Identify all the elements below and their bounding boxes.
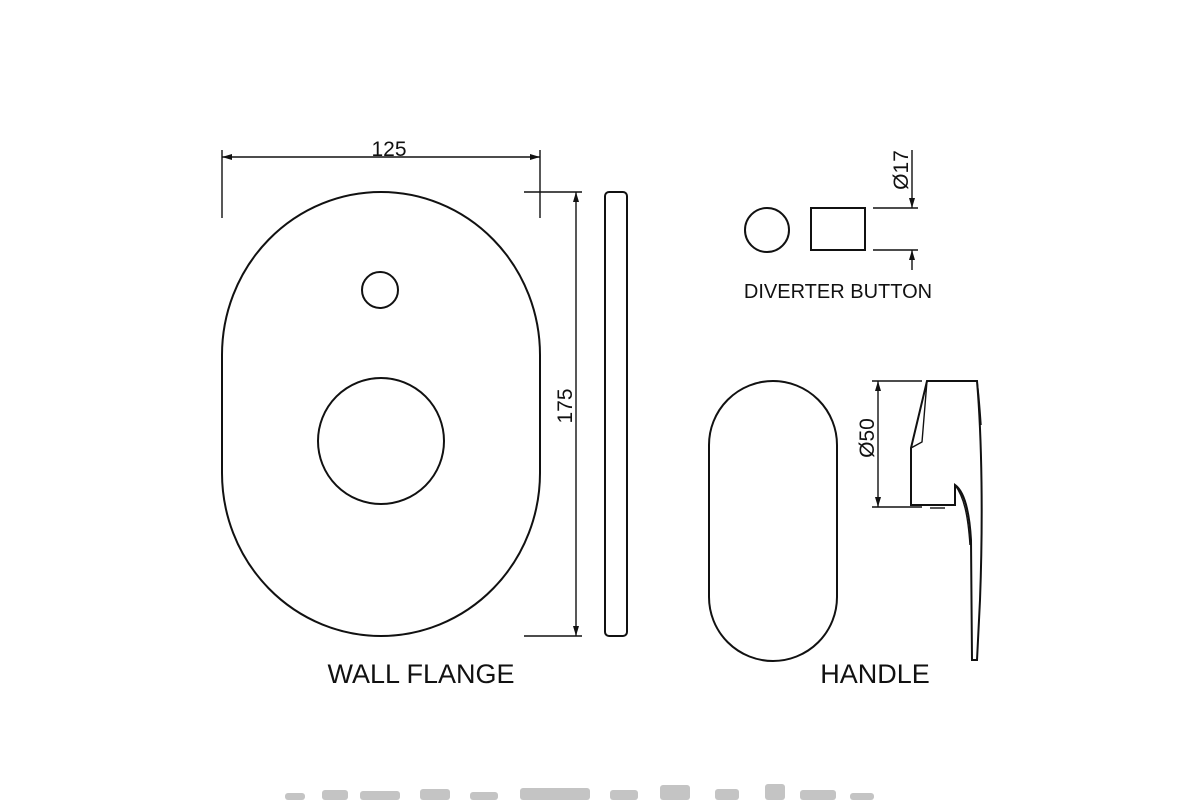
wall-flange-side-view <box>604 191 628 637</box>
flange-height-dimension: 175 <box>524 191 582 637</box>
handle-diameter-dimension: Ø50 <box>856 380 922 508</box>
diverter-hole <box>361 271 399 309</box>
flange-width-value: 125 <box>371 138 406 161</box>
handle-label: HANDLE <box>820 659 930 689</box>
flange-height-value: 175 <box>554 388 577 423</box>
diverter-diameter-dimension: Ø17 <box>873 150 918 270</box>
diverter-button-side-view <box>810 207 866 251</box>
diverter-diameter-value: Ø17 <box>890 150 913 190</box>
wall-flange-front-view <box>221 191 541 637</box>
wall-flange-outline <box>221 191 541 637</box>
wall-flange-label: WALL FLANGE <box>327 659 514 689</box>
watermark <box>285 784 874 800</box>
handle-front-view <box>708 380 838 662</box>
diverter-button-views <box>744 207 866 253</box>
handle-diameter-value: Ø50 <box>856 418 879 458</box>
handle-hole <box>317 377 445 505</box>
diverter-button-front-view <box>744 207 790 253</box>
flange-width-dimension: 125 <box>221 138 541 218</box>
handle-side-view <box>910 380 983 661</box>
diverter-button-label: DIVERTER BUTTON <box>744 281 932 303</box>
